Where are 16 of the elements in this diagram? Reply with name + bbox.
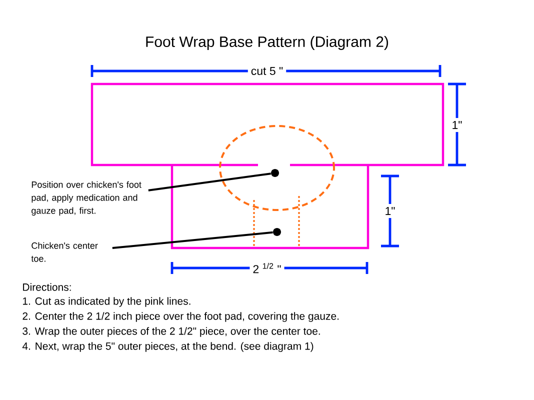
- direction-text: 2. Center the 2 1/2 inch piece over the foot pad, covering the gauze.: [22, 312, 339, 322]
- leader-line: [148, 172, 271, 192]
- marker-dot: [271, 169, 279, 177]
- title: Foot Wrap Base Pattern (Diagram 2): [146, 36, 388, 50]
- direction-text: 4. Next, wrap the 5" outer pieces, at the bend. (see diagram 1): [22, 342, 314, 352]
- callout-text: Chicken's center toe.: [31, 242, 98, 262]
- direction-text: 1. Cut as indicated by the pink lines.: [23, 297, 190, 307]
- leader-line: [112, 231, 273, 249]
- dimension-label: cut 5 ": [251, 67, 283, 76]
- dimension-label: 1": [386, 207, 395, 215]
- direction-text: Directions:: [23, 283, 71, 291]
- callout-text: Position over chicken's foot pad, apply medication and gauze pad, first.: [32, 181, 142, 216]
- dimension-label: 2 $^{1/2}$ ": [253, 262, 281, 274]
- marker-dot: [273, 228, 281, 236]
- direction-text: 3. Wrap the outer pieces of the 2 1/2" piece, over the center toe.: [22, 327, 320, 337]
- dimension-label: 1": [452, 121, 462, 129]
